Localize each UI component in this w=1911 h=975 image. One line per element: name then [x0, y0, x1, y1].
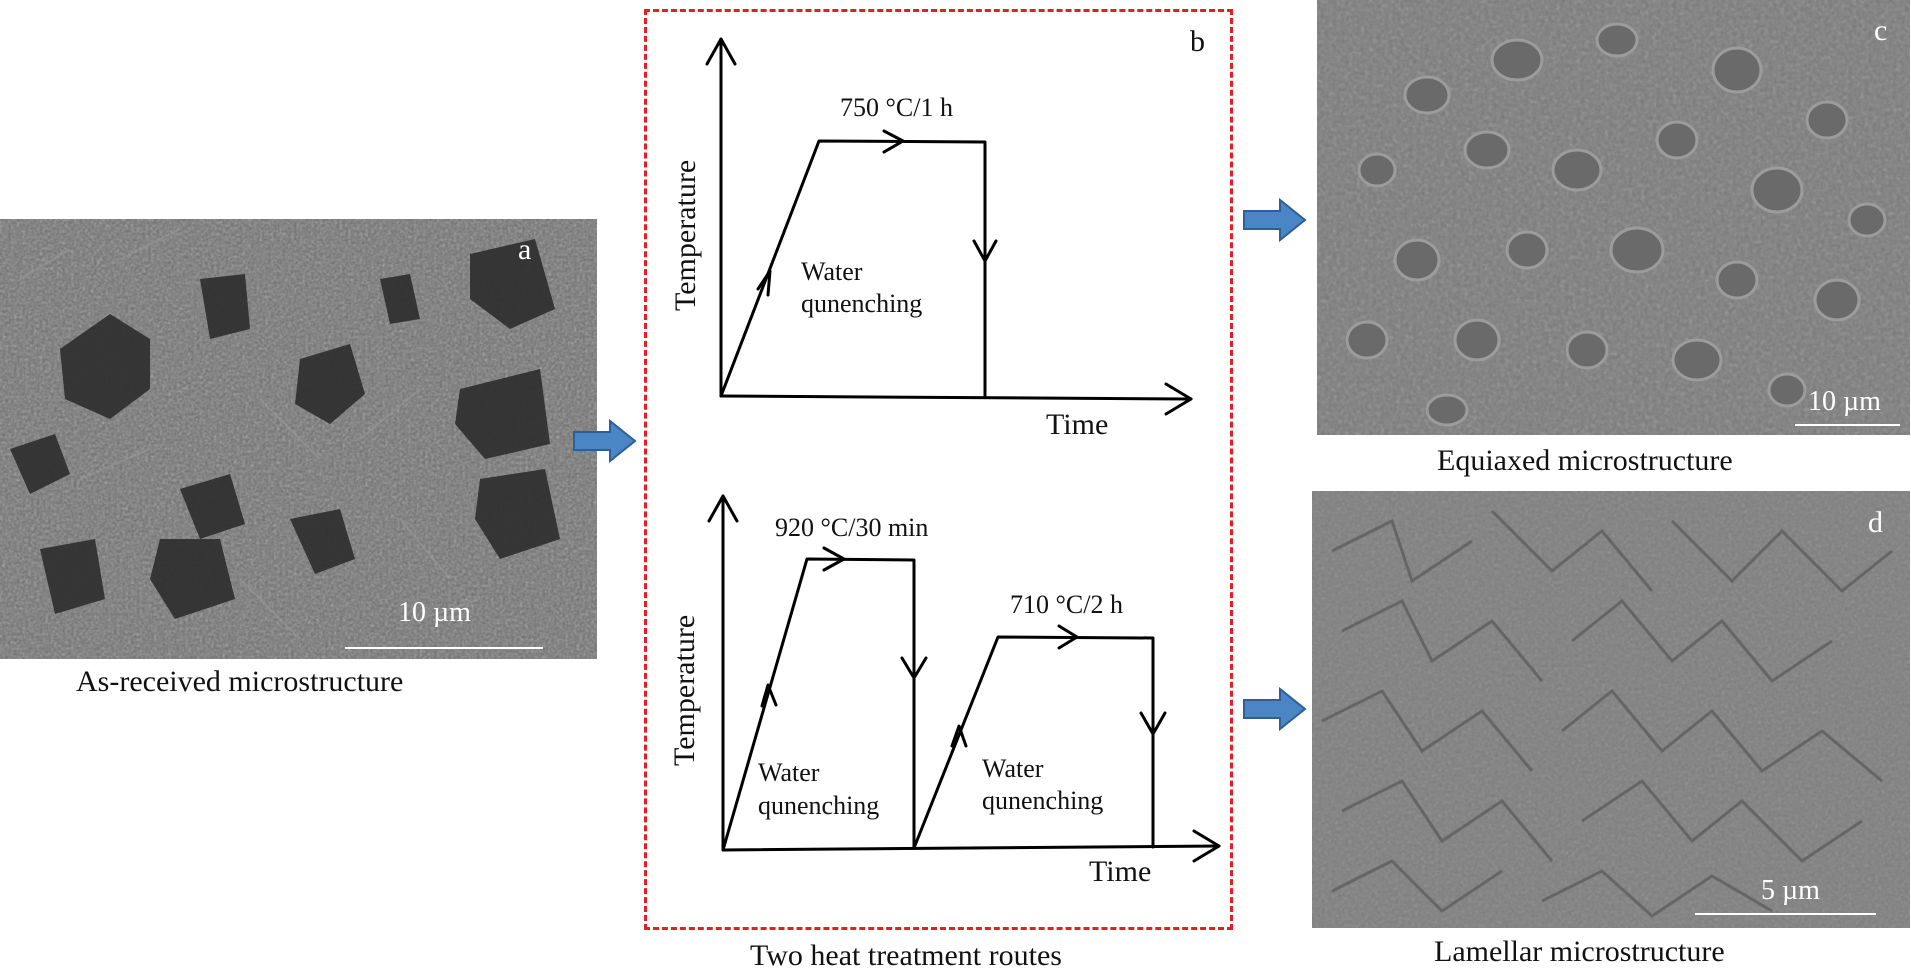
- bottom-hold1-label: 920 °C/30 min: [775, 513, 928, 542]
- bottom-hold2-label: 710 °C/2 h: [1010, 590, 1123, 619]
- micrograph-c: [1317, 0, 1910, 435]
- top-quench-label-2: qunenching: [801, 289, 922, 318]
- bottom-route-profile-2: [912, 635, 1155, 850]
- scale-label-c: 10 µm: [1808, 386, 1881, 417]
- panel-letter-d: d: [1868, 506, 1883, 539]
- heat-treatment-diagram: Temperature Time 750 °C/1 h Water qunenc…: [668, 37, 1221, 888]
- panel-letter-c: c: [1874, 14, 1888, 47]
- right-arrow-icon: [1243, 197, 1307, 243]
- micrograph-a: [0, 219, 597, 659]
- bottom-route-profile-1: [721, 557, 916, 852]
- micrograph-c-texture: [1317, 0, 1910, 435]
- top-y-label: Temperature: [669, 160, 702, 311]
- bottom-y-label: Temperature: [668, 615, 701, 766]
- bottom-quench1-label-2: qunenching: [758, 791, 879, 820]
- top-hold-label: 750 °C/1 h: [840, 93, 953, 122]
- top-x-axis: [719, 394, 1193, 401]
- caption-d: Lamellar microstructure: [1434, 935, 1725, 968]
- right-arrow-icon: [573, 418, 637, 464]
- panel-letter-b: b: [1190, 25, 1205, 58]
- caption-c: Equiaxed microstructure: [1437, 444, 1733, 477]
- bottom-x-label: Time: [1089, 855, 1151, 888]
- caption-b: Two heat treatment routes: [750, 939, 1062, 972]
- micrograph-d-texture: [1312, 491, 1910, 928]
- bottom-quench2-label-2: qunenching: [982, 786, 1103, 815]
- scale-label-d: 5 µm: [1761, 875, 1820, 906]
- right-arrow-icon: [1243, 686, 1307, 732]
- panel-letter-a: a: [518, 233, 532, 266]
- scale-bar-a: [345, 647, 543, 649]
- top-x-label: Time: [1046, 408, 1108, 441]
- top-quench-label-1: Water: [801, 257, 863, 286]
- micrograph-d: [1312, 491, 1910, 928]
- scale-bar-c: [1795, 424, 1900, 426]
- micrograph-a-texture: [0, 219, 597, 659]
- bottom-quench1-label-1: Water: [758, 758, 820, 787]
- scale-bar-d: [1695, 913, 1876, 915]
- caption-a: As-received microstructure: [76, 665, 404, 698]
- bottom-quench2-label-1: Water: [982, 754, 1044, 783]
- bottom-x-axis: [721, 844, 1221, 852]
- heat-treatment-routes-frame: [644, 9, 1233, 930]
- scale-label-a: 10 µm: [398, 597, 471, 628]
